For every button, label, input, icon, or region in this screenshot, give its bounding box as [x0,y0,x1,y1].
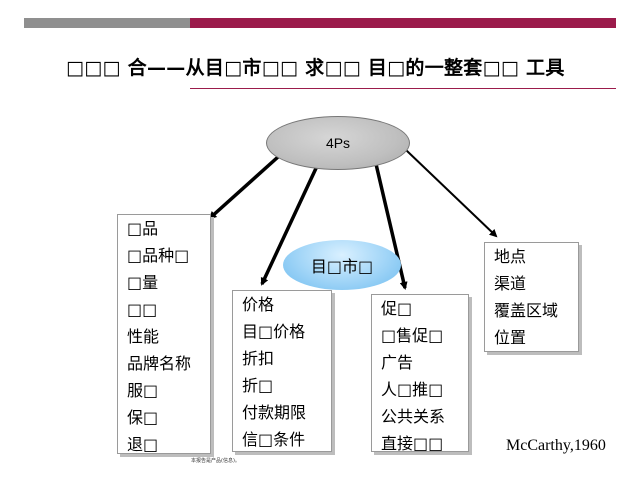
header-bar-accent [190,18,616,28]
arrow-to-product [208,146,290,220]
price-item: 折扣 [242,349,275,368]
footnote: 本报告是产品(信息)。 [191,458,240,464]
slide-title: □□□ 合——从目□市□□ 求□□ 目□的一整套□□ 工具 [66,57,565,79]
place-item: 位置 [494,328,527,347]
citation: McCarthy,1960 [506,437,606,454]
promotion-item: 促□ [381,299,413,318]
arrow-to-price [260,163,320,286]
place-box: 地点 渠道 覆盖区域 位置 [484,242,579,352]
product-item: □量 [127,273,159,292]
price-box: 价格 目□价格 折扣 折□ 付款期限 信□条件 [232,290,332,452]
product-item: 性能 [127,327,160,346]
product-item: □品 [127,219,159,238]
price-item: 付款期限 [242,403,307,422]
product-item: 保□ [127,408,159,427]
product-item: □□ [127,300,158,319]
price-item: 目□价格 [242,322,306,341]
target-market-node: 目□市□ [283,240,401,290]
promotion-box: 促□ □售促□ 广告 人□推□ 公共关系 直接□□ [371,294,469,453]
arrow-to-place [405,149,498,238]
price-item: 信□条件 [242,430,306,449]
place-item: 地点 [494,247,527,266]
price-item: 价格 [242,295,275,314]
header-bar-gray [24,18,190,28]
promotion-item: 直接□□ [381,434,444,453]
product-item: 退□ [127,435,159,454]
price-item: 折□ [242,376,274,395]
place-item: 覆盖区域 [494,301,559,320]
center-4ps-node: 4Ps [266,116,410,170]
promotion-item: □售促□ [381,326,444,345]
promotion-item: 广告 [381,353,414,372]
product-box: □品 □品种□ □量 □□ 性能 品牌名称 服□ 保□ 退□ [117,214,211,454]
place-item: 渠道 [494,274,527,293]
title-underline [190,88,616,89]
product-item: 品牌名称 [127,354,192,373]
promotion-item: 公共关系 [381,407,446,426]
center-4ps-label: 4Ps [325,135,351,151]
product-item: □品种□ [127,246,190,265]
promotion-item: 人□推□ [381,380,444,399]
product-item: 服□ [127,381,159,400]
target-market-label: 目□市□ [310,257,374,276]
